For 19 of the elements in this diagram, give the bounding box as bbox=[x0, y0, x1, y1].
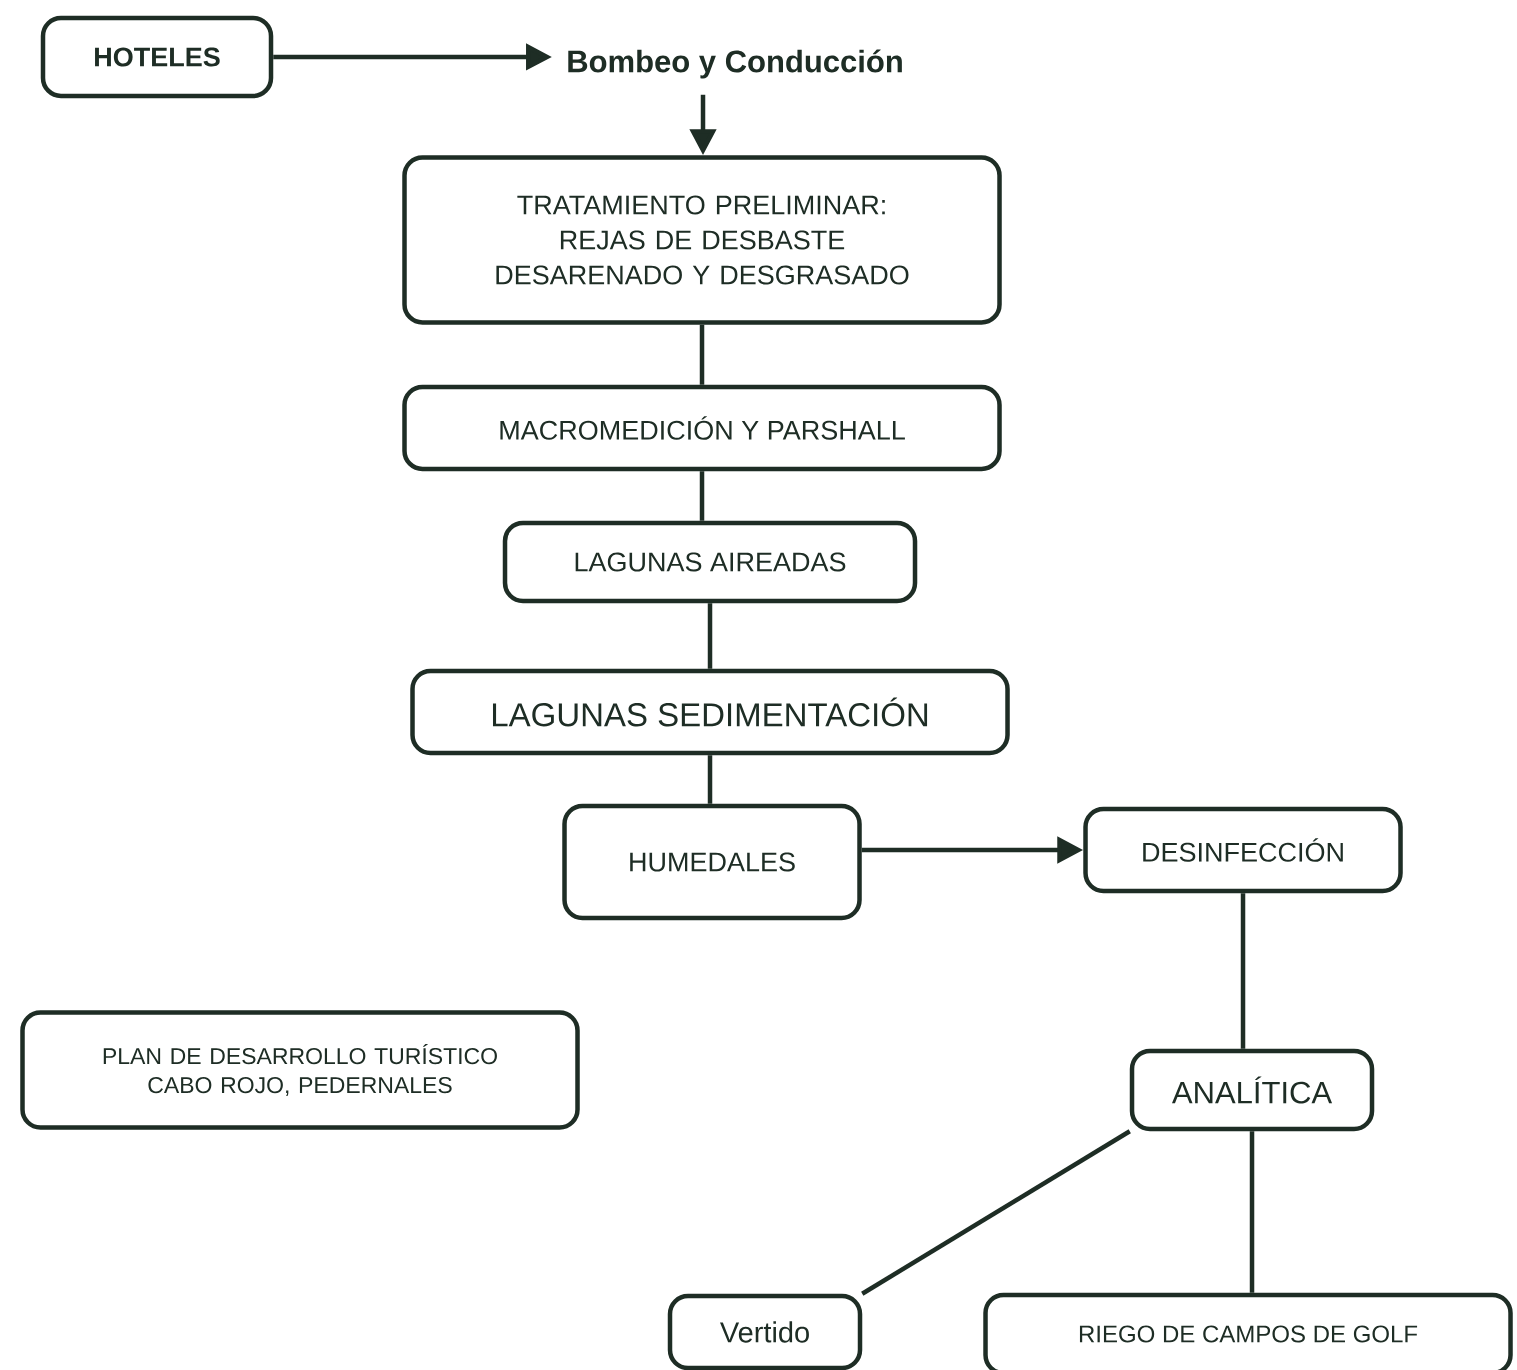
connector-line bbox=[707, 603, 713, 669]
flow-label: Bombeo y Conducción bbox=[568, 49, 902, 79]
connector-line bbox=[699, 324, 705, 385]
process-box: HOTELES bbox=[40, 15, 274, 99]
connector-line bbox=[699, 471, 705, 521]
connector-line bbox=[861, 1129, 1131, 1296]
process-box: LAGUNAS SEDIMENTACIÓN bbox=[410, 668, 1010, 756]
process-box: LAGUNAS AIREADAS bbox=[502, 520, 918, 604]
connector-line bbox=[1249, 1131, 1255, 1293]
process-box: TRATAMIENTO PRELIMINAR: REJAS DE DESBASTE DESARENADO Y DESGRASADO bbox=[402, 155, 1002, 325]
process-box: MACROMEDICIÓN Y PARSHALL bbox=[402, 384, 1002, 472]
process-box: DESINFECCIÓN bbox=[1083, 806, 1403, 894]
process-box: ANALÍTICA bbox=[1129, 1048, 1375, 1132]
process-box: HUMEDALES bbox=[562, 803, 862, 921]
connector-line bbox=[707, 755, 713, 804]
process-box: Vertido bbox=[667, 1293, 863, 1370]
process-box: PLAN DE DESARROLLO TURÍSTICO CABO ROJO, PEDERNALES bbox=[20, 1010, 580, 1130]
process-box: RIEGO DE CAMPOS DE GOLF bbox=[983, 1292, 1513, 1370]
connector-line bbox=[1240, 893, 1246, 1049]
